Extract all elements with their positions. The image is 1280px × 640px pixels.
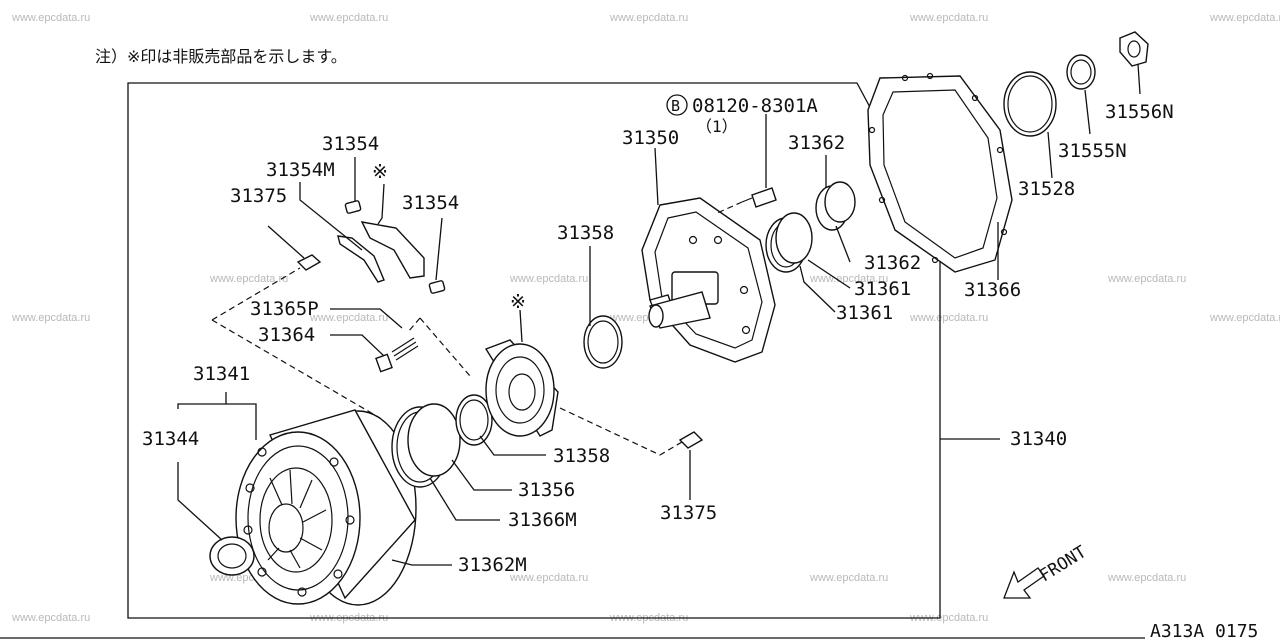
callout-31362: 31362 — [864, 252, 921, 274]
bolt-symbol: B — [671, 97, 680, 115]
vane-31354M — [337, 235, 385, 283]
pin-31375 — [678, 431, 704, 449]
callout-31358: 31358 — [553, 445, 610, 467]
callout-31366: 31366 — [964, 279, 1021, 301]
spring-31365P — [391, 337, 419, 361]
bolt-quantity: （1） — [696, 117, 738, 136]
bolt-part-number: 08120-8301A — [692, 95, 818, 117]
vane-ring-31354 — [360, 221, 425, 279]
bolt-symbol-circle — [666, 94, 688, 116]
pump-cover-31350 — [641, 197, 776, 363]
watermark: www.epcdata.ru — [1209, 312, 1280, 324]
callout-31354: 31354 — [402, 192, 459, 214]
alignment-line — [407, 317, 421, 333]
bolt-08120-8301A — [741, 187, 777, 208]
callout-31528: 31528 — [1018, 178, 1075, 200]
callout-31350: 31350 — [622, 127, 679, 149]
retainer-31364 — [375, 353, 393, 373]
watermark: www.epcdata.ru — [509, 273, 588, 285]
watermark: www.epcdata.ru — [11, 612, 90, 624]
alignment-line — [559, 407, 683, 456]
watermark: www.epcdata.ru — [809, 273, 888, 285]
watermark: www.epcdata.ru — [509, 572, 588, 584]
watermark: www.epcdata.ru — [609, 12, 688, 24]
watermark: www.epcdata.ru — [909, 612, 988, 624]
callout-31356: 31356 — [518, 479, 575, 501]
watermark-layer: www.epcdata.ru www.epcdata.ru www.epcdat… — [11, 12, 1280, 624]
callout-31358: 31358 — [557, 222, 614, 244]
callout-31354M: 31354M — [266, 159, 335, 181]
watermark: www.epcdata.ru — [209, 273, 288, 285]
callout-31340: 31340 — [1010, 428, 1067, 450]
callout-31365P: 31365P — [250, 298, 319, 320]
bolt-guide — [714, 201, 743, 215]
watermark: www.epcdata.ru — [909, 12, 988, 24]
pin-31375 — [296, 254, 322, 271]
pin-31354 — [428, 280, 446, 294]
gasket-31366 — [867, 72, 1013, 273]
callout-31354: 31354 — [322, 133, 379, 155]
seal-ring-31528 — [1003, 71, 1057, 137]
alignment-line — [419, 317, 471, 377]
washer-31556N — [1119, 31, 1149, 67]
callout-31341: 31341 — [193, 363, 250, 385]
watermark: www.epcdata.ru — [11, 312, 90, 324]
oil-seal-31344 — [209, 536, 255, 576]
watermark: www.epcdata.ru — [309, 312, 388, 324]
callout-31344: 31344 — [142, 428, 199, 450]
callout-31362M: 31362M — [458, 554, 527, 576]
callout-31361: 31361 — [854, 278, 911, 300]
front-arrow-icon — [1003, 567, 1045, 599]
watermark: www.epcdata.ru — [1107, 572, 1186, 584]
callout-31361: 31361 — [836, 302, 893, 324]
callout-31375: 31375 — [660, 502, 717, 524]
page-code: A313A 0175 — [1150, 621, 1258, 640]
o-ring-31356 — [455, 394, 493, 446]
pump-gear-31358 — [484, 339, 559, 437]
watermark: www.epcdata.ru — [1107, 273, 1186, 285]
callout-31362: 31362 — [788, 132, 845, 154]
watermark: www.epcdata.ru — [809, 572, 888, 584]
leader-lines — [177, 63, 1141, 566]
callout-31364: 31364 — [258, 324, 315, 346]
alignment-line — [211, 319, 381, 419]
non-sale-mark: ※ — [372, 161, 388, 183]
assembly-frame — [127, 82, 941, 619]
seal-ring-31362 — [824, 181, 856, 223]
o-ring-31358 — [583, 315, 623, 369]
pin-31354 — [344, 200, 362, 214]
watermark: www.epcdata.ru — [11, 12, 90, 24]
front-label: FRONT — [1036, 542, 1090, 586]
watermark: www.epcdata.ru — [1209, 12, 1280, 24]
pump-housing-31341 — [235, 409, 417, 606]
seal-ring-31361 — [775, 212, 813, 264]
o-ring-31366M — [407, 403, 461, 477]
callout-31555N: 31555N — [1058, 140, 1127, 162]
callout-31556N: 31556N — [1105, 101, 1174, 123]
watermark: www.epcdata.ru — [909, 312, 988, 324]
callout-31375: 31375 — [230, 185, 287, 207]
callout-31366M: 31366M — [508, 509, 577, 531]
watermark: www.epcdata.ru — [309, 12, 388, 24]
non-sale-note: 注）※印は非販売部品を示します。 — [95, 47, 347, 66]
non-sale-mark: ※ — [510, 291, 526, 313]
alignment-line — [211, 267, 301, 321]
